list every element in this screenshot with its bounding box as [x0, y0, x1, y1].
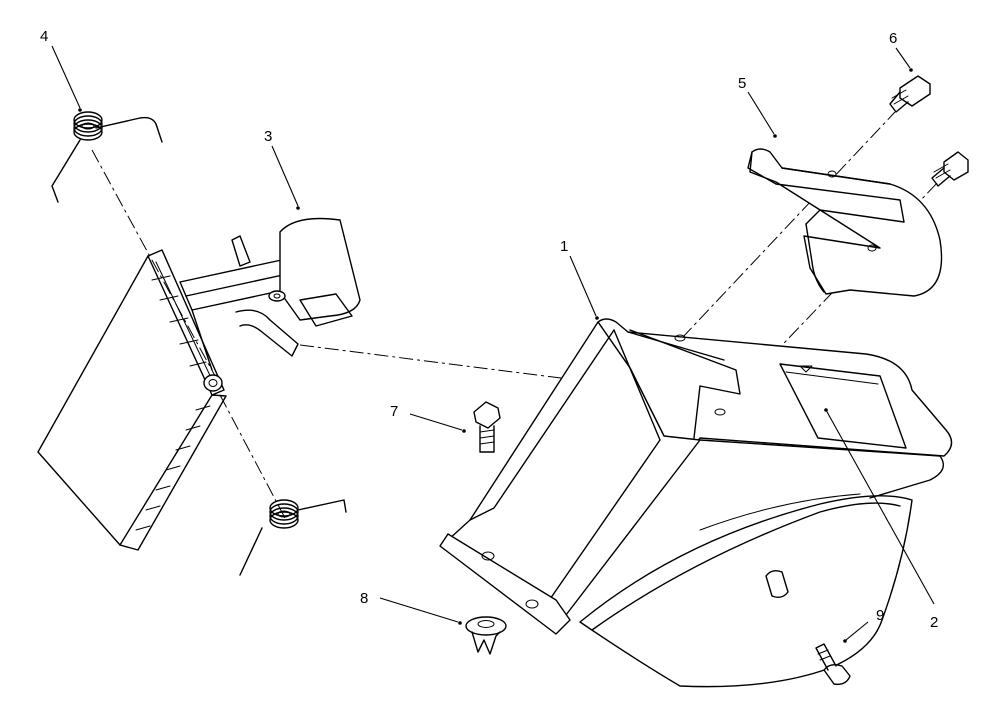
cover-plate	[747, 148, 943, 297]
callout-5: 5	[738, 75, 746, 92]
callout-1: 1	[560, 238, 568, 255]
callout-9: 9	[876, 607, 884, 624]
bolt-upper	[889, 75, 931, 113]
flap-door	[37, 249, 227, 551]
callout-8: 8	[360, 590, 368, 607]
torsion-spring-upper	[51, 111, 163, 203]
hinge-bracket	[179, 217, 361, 371]
callout-4: 4	[40, 28, 48, 45]
bolt-lower	[931, 151, 969, 187]
chute-housing	[439, 318, 953, 688]
callout-3: 3	[264, 128, 272, 145]
callout-7: 7	[390, 403, 398, 420]
leader-lines	[51, 45, 935, 643]
callout-labels: 4 3 1 5 6 7 8 2 9	[40, 28, 938, 631]
callout-6: 6	[889, 30, 897, 47]
screw-9	[815, 643, 851, 686]
torsion-spring-lower	[239, 499, 347, 576]
push-rivet	[465, 616, 507, 655]
callout-2: 2	[930, 614, 938, 631]
bolt-7	[473, 401, 501, 453]
